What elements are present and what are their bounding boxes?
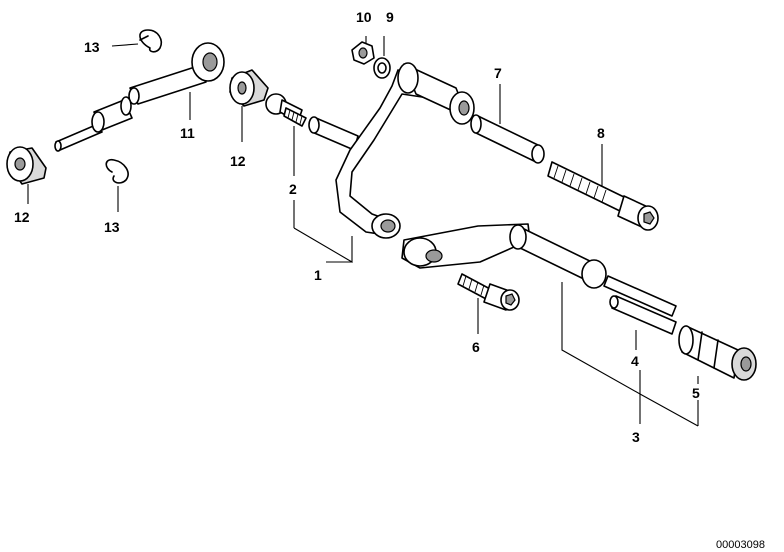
callout-10: 10	[356, 9, 372, 25]
ball-stud-2	[265, 93, 307, 127]
screw-6	[457, 273, 520, 311]
callout-9: 9	[386, 9, 394, 25]
reference-code: 00003098	[716, 539, 765, 551]
leader-lines	[27, 36, 699, 427]
bolt-8	[547, 161, 659, 231]
pedal-rubber-5	[678, 325, 757, 381]
callout-8: 8	[597, 125, 605, 141]
clip-13-top	[139, 29, 163, 53]
washer-12-upper	[229, 69, 269, 107]
washer-9	[373, 57, 391, 79]
pin-11-ball-socket	[54, 42, 225, 152]
pedal-arm-3	[401, 223, 607, 289]
nut-10	[351, 41, 375, 65]
callout-13-bottom: 13	[104, 219, 120, 235]
callout-12-left: 12	[14, 209, 30, 225]
callout-1: 1	[314, 267, 322, 283]
bushing-7	[470, 114, 545, 164]
callout-11: 11	[180, 125, 195, 141]
callout-5: 5	[692, 385, 700, 401]
sleeve-4	[603, 275, 677, 335]
callout-3: 3	[632, 429, 640, 445]
callout-13-top: 13	[84, 39, 100, 55]
callout-7: 7	[494, 65, 502, 81]
callout-2: 2	[289, 181, 297, 197]
clip-13-bottom	[105, 158, 129, 184]
callout-4: 4	[631, 353, 639, 369]
callout-6: 6	[472, 339, 480, 355]
lever-1	[308, 62, 475, 239]
callout-12-upper: 12	[230, 153, 246, 169]
washer-12-left	[6, 146, 47, 185]
